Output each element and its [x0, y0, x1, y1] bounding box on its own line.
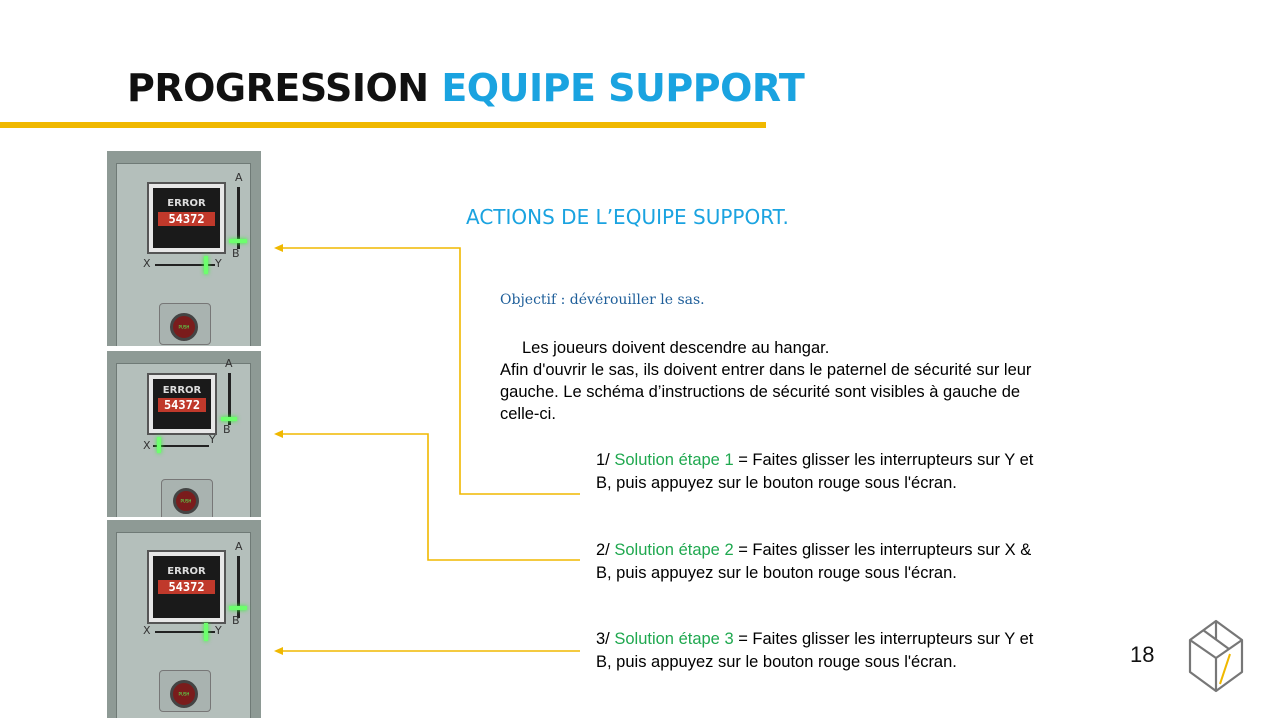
title-main: PROGRESSION [127, 66, 429, 110]
red-push-button: PUSH [170, 680, 198, 708]
solution-step-3: 3/ Solution étape 3 = Faites glisser les… [596, 630, 1034, 671]
switch-b-indicator [229, 239, 247, 243]
switch-label-y: Y [209, 433, 216, 446]
title-underline [0, 122, 766, 128]
solution-step-1: 1/ Solution étape 1 = Faites glisser les… [596, 451, 1034, 492]
step-1-highlight: Solution étape 1 [614, 451, 734, 469]
cube-logo-icon [1188, 619, 1244, 693]
step-3-highlight: Solution étape 3 [614, 630, 734, 648]
error-code: 54372 [158, 398, 206, 412]
switch-label-a: A [235, 540, 243, 553]
switch-b-indicator [229, 606, 247, 610]
security-panel-photo-1: ERROR 54372 A B X Y PUSH [107, 151, 261, 346]
switch-y-indicator [204, 256, 208, 274]
error-label: ERROR [167, 198, 206, 209]
step-2-highlight: Solution étape 2 [614, 541, 734, 559]
switch-x-indicator [157, 437, 161, 453]
security-panel-photo-2: ERROR 54372 A B X Y PUSH [107, 351, 261, 517]
switch-label-b: B [232, 247, 240, 260]
title-accent: EQUIPE SUPPORT [441, 66, 805, 110]
switch-b-indicator [221, 417, 237, 421]
error-label: ERROR [162, 385, 202, 396]
switch-label-x: X [143, 257, 151, 270]
security-panel-photo-3: ERROR 54372 A B X Y PUSH [107, 520, 261, 718]
error-label: ERROR [167, 566, 206, 577]
red-push-button: PUSH [170, 313, 198, 341]
switch-label-a: A [225, 357, 233, 370]
intro-body: Afin d'ouvrir le sas, ils doivent entrer… [500, 361, 1032, 423]
error-screen: ERROR 54372 [147, 373, 217, 435]
red-push-button: PUSH [173, 488, 199, 514]
section-heading: ACTIONS DE L’EQUIPE SUPPORT. [466, 205, 789, 229]
intro-line-1: Les joueurs doivent descendre au hangar. [522, 339, 830, 357]
switch-label-a: A [235, 171, 243, 184]
switch-label-y: Y [215, 257, 222, 270]
error-code: 54372 [158, 212, 215, 226]
switch-label-x: X [143, 439, 151, 452]
error-screen: ERROR 54372 [147, 182, 226, 254]
switch-y-indicator [204, 623, 208, 641]
error-code: 54372 [158, 580, 215, 594]
switch-label-b: B [223, 423, 231, 436]
page-number: 18 [1130, 642, 1155, 667]
arrow-step-2 [280, 433, 580, 561]
page-title: PROGRESSION EQUIPE SUPPORT [127, 66, 805, 110]
switch-label-b: B [232, 614, 240, 627]
solution-step-2: 2/ Solution étape 2 = Faites glisser les… [596, 541, 1032, 582]
intro-paragraph: Les joueurs doivent descendre au hangar.… [500, 337, 1060, 425]
switch-label-y: Y [215, 624, 222, 637]
objective-text: Objectif : dévérouiller le sas. [500, 292, 705, 308]
switch-label-x: X [143, 624, 151, 637]
error-screen: ERROR 54372 [147, 550, 226, 624]
